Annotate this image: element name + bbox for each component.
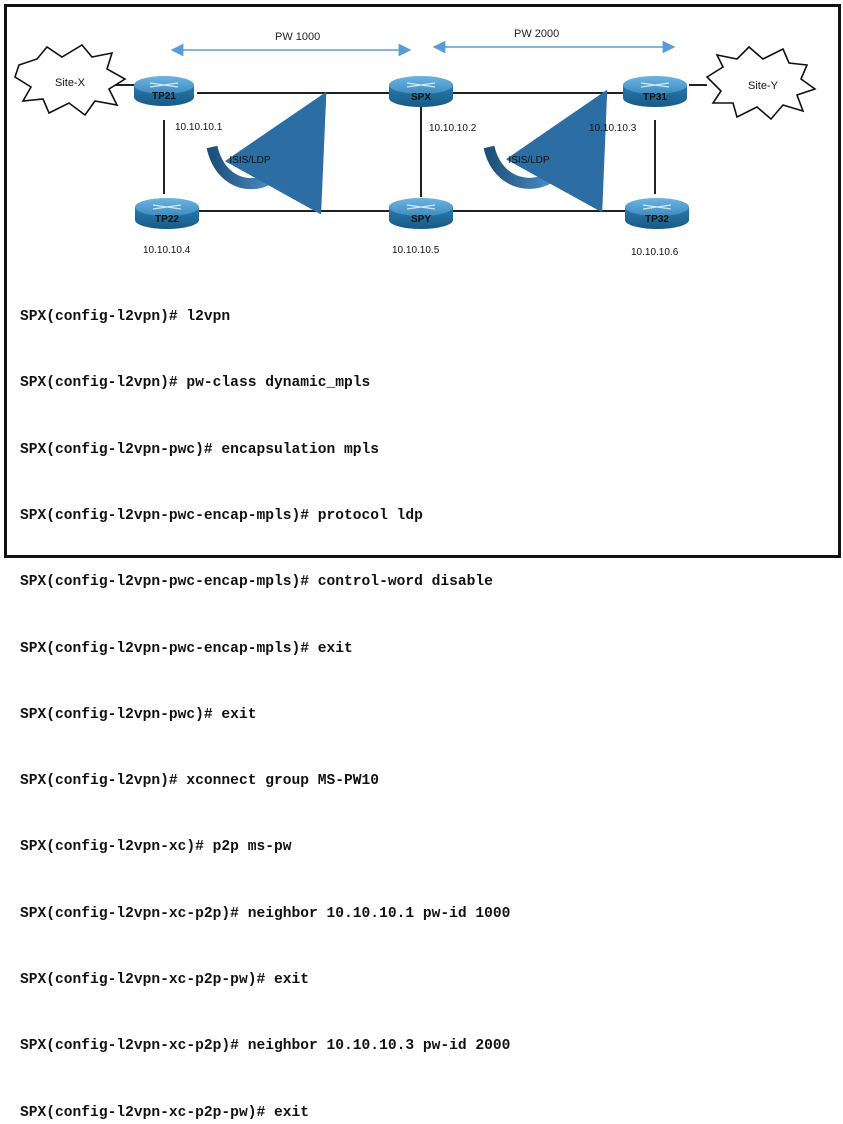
cli-line: SPX(config-l2vpn-xc-p2p)# neighbor 10.10…: [20, 1038, 511, 1055]
router-tp31-label: TP31: [643, 92, 667, 103]
pw-1000-label: PW 1000: [275, 31, 320, 43]
figure-frame: PW 1000 PW 2000 Site-X Site-Y ISIS/LDP I…: [4, 4, 841, 1121]
isis-ldp-label-right: ISIS/LDP: [508, 155, 549, 166]
cli-line: SPX(config-l2vpn-xc-p2p)# neighbor 10.10…: [20, 905, 511, 922]
site-x-label: Site-X: [55, 77, 86, 89]
router-arrows-icon: [640, 82, 670, 88]
cli-config-block: SPX(config-l2vpn)# l2vpn SPX(config-l2vp…: [20, 262, 830, 1124]
pw-1000-arrow: PW 1000: [170, 31, 412, 57]
router-tp21: TP21: [134, 76, 194, 106]
pw-2000-label: PW 2000: [514, 28, 559, 40]
ip-label-tp31: 10.10.10.3: [589, 123, 637, 134]
router-spx: SPX: [389, 76, 453, 107]
cli-line: SPX(config-l2vpn-xc-p2p-pw)# exit: [20, 1104, 310, 1121]
site-y-label: Site-Y: [748, 80, 779, 92]
router-tp22: TP22: [135, 198, 199, 229]
isis-ldp-arrow-left: ISIS/LDP: [206, 91, 327, 215]
router-spx-label: SPX: [411, 92, 431, 103]
router-spy-label: SPY: [411, 214, 431, 225]
cli-line: SPX(config-l2vpn-xc)# p2p ms-pw: [20, 839, 292, 856]
router-arrows-icon: [149, 82, 179, 88]
router-arrows-icon: [406, 82, 436, 88]
cli-line: SPX(config-l2vpn-pwc)# exit: [20, 706, 257, 723]
router-tp31: TP31: [623, 76, 687, 107]
site-y-cloud: Site-Y: [705, 45, 817, 121]
cli-line: SPX(config-l2vpn-xc-p2p-pw)# exit: [20, 972, 310, 988]
cli-line: SPX(config-l2vpn-pwc-encap-mpls)# exit: [20, 640, 353, 657]
router-tp32: TP32: [625, 198, 689, 229]
ip-label-tp32: 10.10.10.6: [631, 247, 679, 258]
router-spy: SPY: [389, 198, 453, 229]
cli-line: SPX(config-l2vpn)# pw-class dynamic_mpls: [20, 375, 371, 392]
router-arrows-icon: [406, 204, 436, 210]
pw-2000-arrow: PW 2000: [432, 28, 676, 54]
cli-line: SPX(config-l2vpn-pwc-encap-mpls)# protoc…: [20, 508, 423, 525]
router-arrows-icon: [642, 204, 672, 210]
isis-ldp-arrow-right: ISIS/LDP: [483, 89, 608, 213]
network-diagram: PW 1000 PW 2000 Site-X Site-Y ISIS/LDP I…: [14, 28, 817, 258]
ip-label-spx: 10.10.10.2: [429, 123, 477, 134]
ip-label-tp22: 10.10.10.4: [143, 245, 191, 256]
router-tp32-label: TP32: [645, 214, 669, 225]
ip-label-spy: 10.10.10.5: [392, 245, 440, 256]
router-tp21-label: TP21: [152, 91, 176, 102]
cli-line: SPX(config-l2vpn-pwc-encap-mpls)# contro…: [20, 574, 493, 591]
cli-line: SPX(config-l2vpn-pwc)# encapsulation mpl…: [20, 441, 380, 458]
site-x-cloud: Site-X: [14, 43, 127, 117]
cli-line: SPX(config-l2vpn)# xconnect group MS-PW1…: [20, 773, 380, 790]
router-tp22-label: TP22: [155, 214, 179, 225]
cli-line: SPX(config-l2vpn)# l2vpn: [20, 309, 231, 326]
ip-label-tp21: 10.10.10.1: [175, 122, 223, 133]
router-arrows-icon: [152, 204, 182, 210]
isis-ldp-label-left: ISIS/LDP: [229, 155, 270, 166]
